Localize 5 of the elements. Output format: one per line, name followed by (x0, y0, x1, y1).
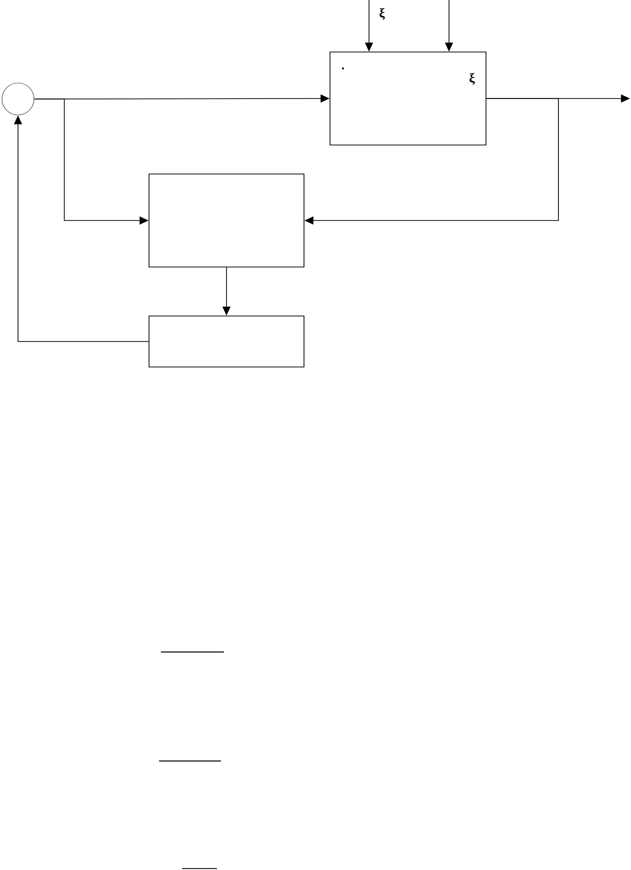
edge-label: ξ (378, 7, 386, 21)
block-box (148, 174, 304, 268)
junction-circle (2, 82, 34, 116)
block-box (148, 316, 304, 368)
process-box: · ξ (330, 52, 486, 146)
